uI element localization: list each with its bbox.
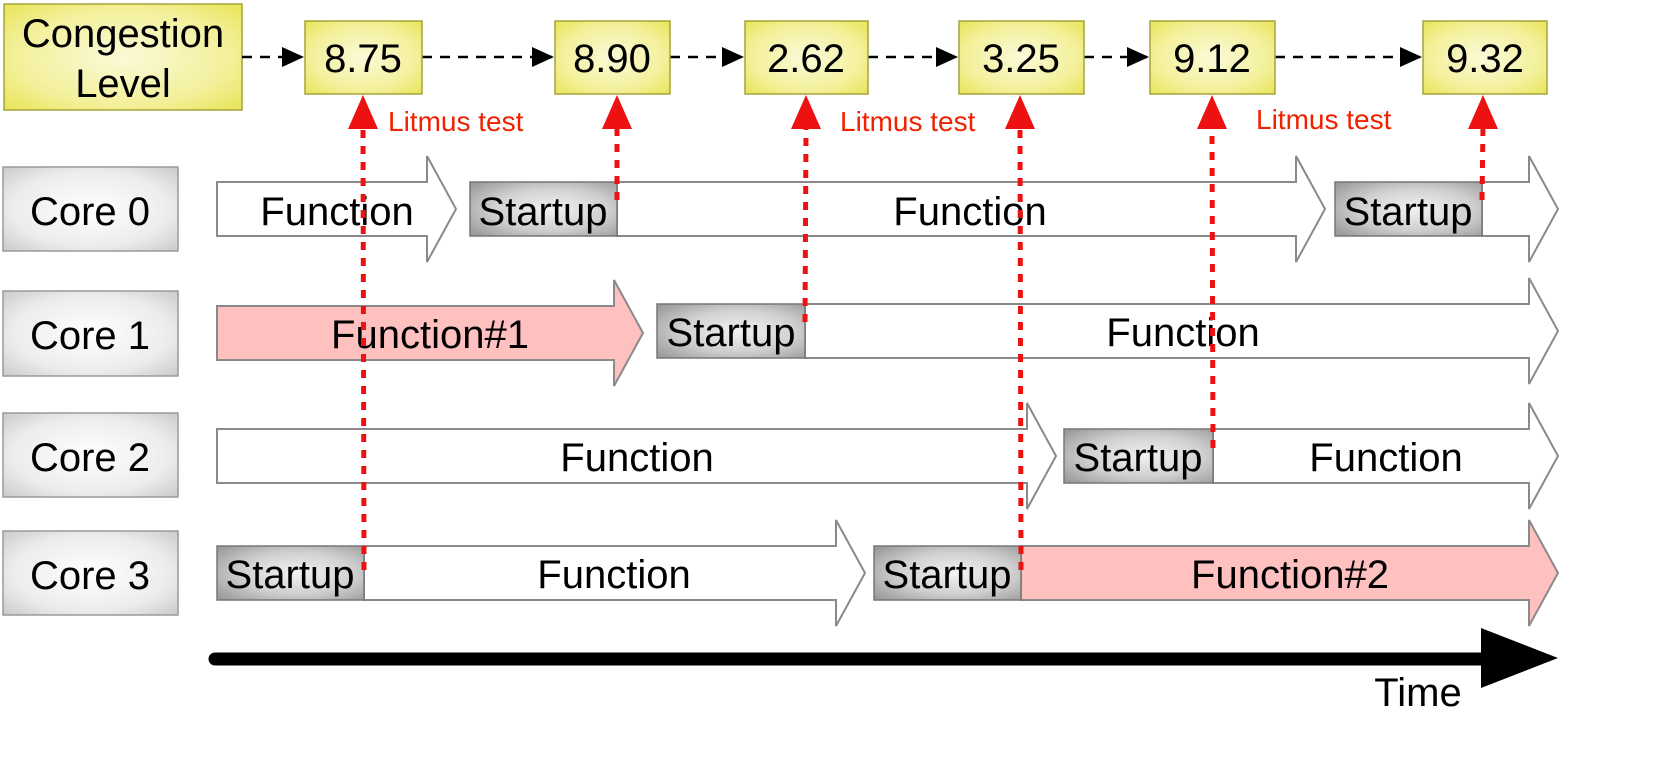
level-value-6: 9.32 — [1446, 37, 1524, 81]
svg-text:Function: Function — [537, 553, 690, 597]
core-label-3: Core 3 — [2, 530, 179, 616]
litmus-label-2: Litmus test — [840, 106, 976, 137]
svg-text:Startup: Startup — [226, 553, 355, 597]
litmus-arrowhead-1 — [348, 95, 378, 129]
litmus-arrowhead-4 — [1005, 95, 1035, 129]
core1-function-arrow — [804, 277, 1560, 385]
core0-row: Function Function Startup Startup — [216, 155, 1560, 263]
litmus-arrowhead-2 — [602, 95, 632, 129]
level-box-6: 9.32 — [1422, 20, 1548, 95]
level-value-5: 9.12 — [1173, 37, 1251, 81]
level-value-3: 2.62 — [767, 37, 845, 81]
svg-text:Startup: Startup — [883, 553, 1012, 597]
svg-text:Function: Function — [1309, 436, 1462, 480]
core3-row: Function Function#2 Startup Startup — [216, 519, 1560, 627]
core3-startup-1: Startup — [216, 545, 365, 601]
level-box-4: 3.25 — [958, 20, 1085, 95]
svg-text:Startup: Startup — [1344, 190, 1473, 234]
litmus-arrowhead-5 — [1197, 95, 1227, 129]
svg-text:Core 1: Core 1 — [30, 314, 150, 358]
level-value-4: 3.25 — [982, 37, 1060, 81]
congestion-label-line1: Congestion — [22, 12, 224, 56]
litmus-label-1: Litmus test — [388, 106, 524, 137]
core0-startup-2: Startup — [1334, 181, 1483, 237]
level-value-1: 8.75 — [324, 37, 402, 81]
litmus-label-3: Litmus test — [1256, 104, 1392, 135]
core-label-2: Core 2 — [2, 412, 179, 498]
core3-function-arrow — [363, 519, 867, 627]
svg-text:Function#1: Function#1 — [331, 313, 529, 357]
core0-function-arrow-2 — [616, 155, 1327, 263]
svg-text:Core 2: Core 2 — [30, 436, 150, 480]
core0-function-arrow-3 — [1481, 155, 1560, 263]
core1-startup: Startup — [656, 303, 806, 359]
core2-function-arrow-1 — [216, 402, 1058, 510]
core3-startup-2: Startup — [873, 545, 1022, 601]
congestion-label-line2: Level — [75, 62, 171, 106]
core0-function-arrow-1 — [216, 155, 458, 263]
core2-startup: Startup — [1063, 428, 1214, 484]
svg-text:Startup: Startup — [1074, 436, 1203, 480]
core1-row: Function#1 Function Startup — [216, 277, 1560, 387]
svg-text:Core 3: Core 3 — [30, 554, 150, 598]
core-label-1: Core 1 — [2, 290, 179, 377]
core-label-0: Core 0 — [2, 166, 179, 252]
svg-text:Startup: Startup — [667, 311, 796, 355]
level-value-2: 8.90 — [573, 37, 651, 81]
core3-function-highlight-arrow — [1020, 519, 1560, 627]
svg-text:Function: Function — [893, 190, 1046, 234]
level-box-5: 9.12 — [1149, 20, 1276, 95]
litmus-arrowheads — [348, 95, 1498, 129]
svg-text:Startup: Startup — [479, 190, 608, 234]
svg-text:Function: Function — [260, 190, 413, 234]
core2-function-arrow-2 — [1212, 402, 1560, 510]
core1-function-highlight-arrow — [216, 279, 645, 387]
congestion-level-box: Congestion Level — [3, 3, 243, 111]
svg-text:Core 0: Core 0 — [30, 190, 150, 234]
svg-text:Function#2: Function#2 — [1191, 553, 1389, 597]
time-label: Time — [1374, 671, 1461, 715]
core0-startup-1: Startup — [469, 181, 618, 237]
time-axis: Time — [208, 628, 1558, 715]
level-connectors — [242, 47, 1422, 67]
svg-text:Function: Function — [560, 436, 713, 480]
core2-row: Function Function Startup — [216, 402, 1560, 510]
litmus-arrowhead-6 — [1468, 95, 1498, 129]
svg-text:Function: Function — [1106, 311, 1259, 355]
level-box-2: 8.90 — [554, 20, 671, 95]
litmus-lines — [360, 125, 1486, 571]
level-box-1: 8.75 — [304, 20, 423, 95]
level-box-3: 2.62 — [744, 20, 869, 95]
litmus-arrowhead-3 — [791, 95, 821, 129]
